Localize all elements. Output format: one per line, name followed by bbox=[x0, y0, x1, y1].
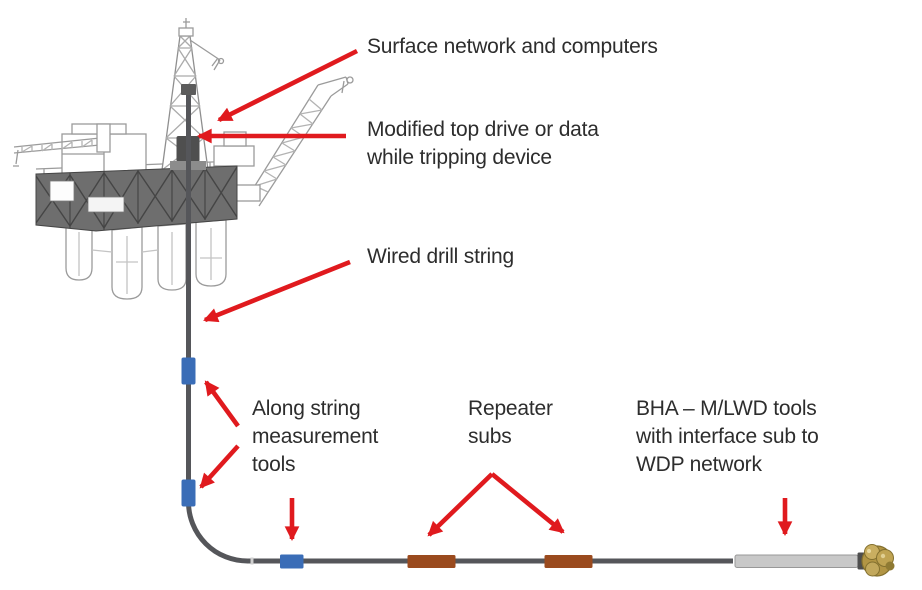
derrick-top-mast bbox=[183, 18, 190, 28]
derrick-crown-block bbox=[178, 27, 194, 37]
rig-right-crane bbox=[233, 76, 354, 207]
bha-segment bbox=[734, 554, 859, 568]
label-asm-tools: Along string measurement tools bbox=[252, 397, 379, 476]
left-crane-hook-line bbox=[13, 149, 19, 167]
rig-left-crane bbox=[13, 123, 111, 167]
rig-illustration bbox=[13, 18, 354, 300]
label-top-drive: Modified top drive or data while trippin… bbox=[367, 118, 599, 169]
pontoon-column-detail bbox=[78, 228, 222, 294]
arrow-repeater-right bbox=[490, 472, 565, 534]
arrow-asm-lower bbox=[199, 444, 240, 489]
derrick-jib-pulley bbox=[217, 57, 225, 65]
deck-opening bbox=[87, 196, 125, 213]
label-repeater-subs: Repeater subs bbox=[468, 397, 553, 448]
repeater-sub-marker-right bbox=[544, 555, 593, 568]
rig-pontoon-columns bbox=[65, 219, 227, 300]
arrow-surface-network bbox=[217, 48, 359, 123]
repeater-sub-marker-left bbox=[407, 555, 456, 568]
label-surface-network: Surface network and computers bbox=[367, 35, 658, 58]
arrow-repeater-left bbox=[427, 472, 494, 537]
label-bha: BHA – M/LWD tools with interface sub to … bbox=[636, 397, 819, 476]
left-crane-mast bbox=[96, 123, 111, 153]
right-crane-cab bbox=[233, 184, 261, 202]
asm-tool-marker-horizontal bbox=[280, 554, 304, 569]
deck-opening bbox=[49, 180, 75, 202]
right-crane-boom-lattice bbox=[254, 98, 323, 193]
pipe-joint-mark bbox=[250, 557, 254, 565]
label-wired-drill-string: Wired drill string bbox=[367, 245, 514, 268]
left-crane-boom bbox=[13, 137, 101, 154]
drill-bit-icon bbox=[861, 544, 895, 577]
deck-module bbox=[213, 145, 255, 167]
traveling-block bbox=[181, 84, 196, 95]
arrow-wired-drill-string bbox=[203, 259, 351, 323]
callout-arrows bbox=[196, 48, 793, 542]
asm-tool-marker-lower bbox=[181, 479, 196, 507]
rig-deck-truss bbox=[35, 165, 238, 232]
right-crane-hook-line bbox=[341, 80, 345, 94]
drill-string-path bbox=[186, 95, 733, 564]
arrow-asm-upper bbox=[204, 380, 240, 428]
right-crane-pulley bbox=[346, 76, 354, 84]
asm-tool-marker-upper bbox=[181, 357, 196, 385]
left-crane-lattice bbox=[21, 139, 93, 153]
